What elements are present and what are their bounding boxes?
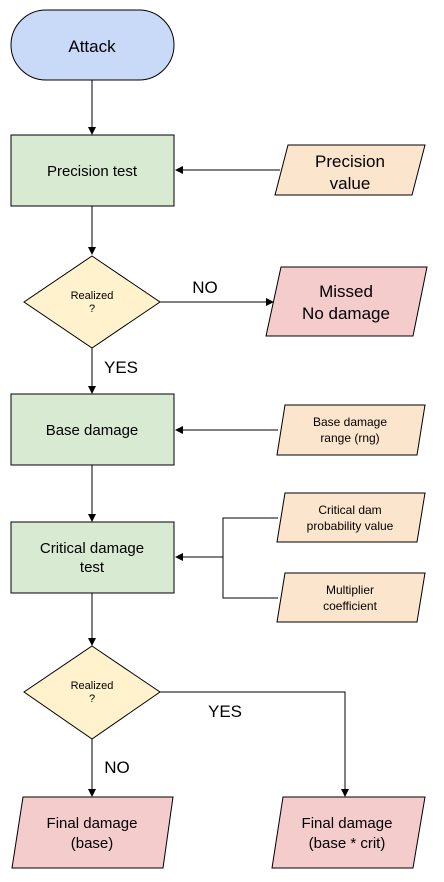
realized-2-decision-shape <box>23 645 161 740</box>
base-damage-range-label-line-2: range (rng) <box>320 431 379 445</box>
critical-damage-test-label-line-2: test <box>80 559 105 576</box>
final-base-outcome-shape <box>11 796 174 869</box>
base-damage-range-input-shape <box>276 404 426 456</box>
edge-label-yes-crit: YES <box>208 702 242 721</box>
attack-label: Attack <box>68 37 116 56</box>
edge-label-yes-base-damage: YES <box>104 358 138 377</box>
final-crit-outcome-shape <box>271 796 426 869</box>
precision-value-label-line-2: value <box>330 174 371 193</box>
critical-damage-test-label-line-1: Critical damage <box>40 540 144 557</box>
precision-test-label: Precision test <box>47 163 138 180</box>
missed-label-line-2: No damage <box>302 304 390 323</box>
shapes <box>10 9 428 869</box>
base-damage-process-shape <box>10 393 175 466</box>
multiplier-coefficient-label-line-2: coefficient <box>323 599 377 613</box>
connectors <box>88 80 349 797</box>
critical-probability-label-line-2: probability value <box>307 519 394 533</box>
final-base-label-line-1: Final damage <box>47 815 138 832</box>
multiplier-coefficient-label-line-1: Multiplier <box>326 583 374 597</box>
arrow-realized-2-to-final-crit <box>160 691 349 797</box>
base-damage-range-label-line-1: Base damage <box>313 415 387 429</box>
bracket-inputs-to-critical-test <box>222 517 278 599</box>
attack-terminal-shape <box>10 9 175 81</box>
node-labels: Attack Precision test Precision value Re… <box>40 37 394 852</box>
realized-1-decision-shape <box>23 255 161 349</box>
realized-2-label-line-2: ? <box>89 693 95 705</box>
missed-label-line-1: Missed <box>319 282 373 301</box>
final-base-label-line-2: (base) <box>71 835 114 852</box>
realized-2-label-line-1: Realized <box>71 680 114 692</box>
edge-label-no-base: NO <box>104 758 130 777</box>
realized-1-label-line-1: Realized <box>71 290 114 302</box>
realized-1-label-line-2: ? <box>89 303 95 315</box>
final-crit-label-line-2: (base * crit) <box>309 835 386 852</box>
multiplier-coefficient-input-shape <box>276 572 426 623</box>
edge-label-no-missed: NO <box>192 278 218 297</box>
base-damage-label: Base damage <box>46 422 139 439</box>
precision-test-process-shape <box>10 134 175 207</box>
edge-labels: NO YES YES NO <box>104 278 242 777</box>
missed-outcome-shape <box>265 266 428 337</box>
final-crit-label-line-1: Final damage <box>302 815 393 832</box>
precision-value-label-line-1: Precision <box>315 152 385 171</box>
critical-probability-input-shape <box>276 492 426 543</box>
critical-damage-test-process-shape <box>10 521 175 594</box>
critical-probability-label-line-1: Critical dam <box>318 503 381 517</box>
precision-value-input-shape <box>274 144 426 196</box>
